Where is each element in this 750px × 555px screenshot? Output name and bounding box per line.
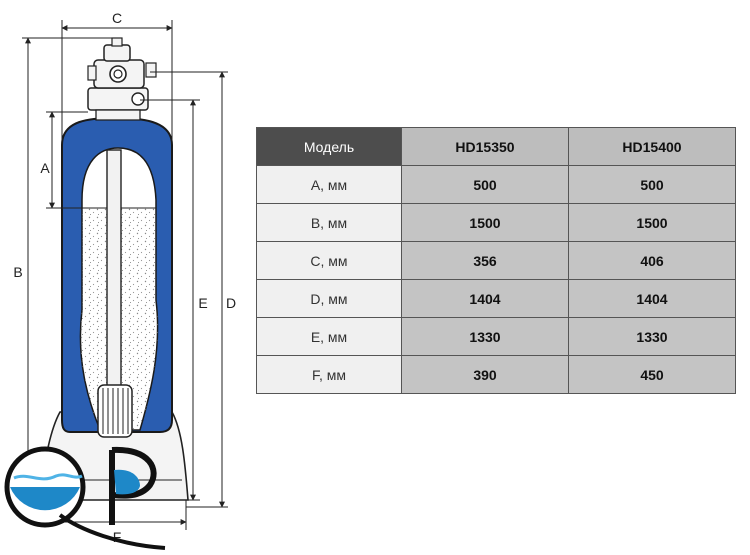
table-row: A, мм 500 500 <box>256 165 736 204</box>
dimension-lines <box>22 20 228 530</box>
row-value: 1330 <box>568 317 736 356</box>
dim-label-f: F <box>113 529 122 545</box>
filter-tank-diagram: C B A E D F <box>4 10 236 550</box>
row-value: 1404 <box>401 279 569 318</box>
qp-logo <box>4 446 166 550</box>
row-value: 1500 <box>401 203 569 242</box>
table-row: C, мм 356 406 <box>256 241 736 280</box>
table-row: E, мм 1330 1330 <box>256 317 736 356</box>
control-valve <box>87 37 157 121</box>
row-value: 1330 <box>401 317 569 356</box>
row-value: 450 <box>568 355 736 394</box>
row-value: 500 <box>401 165 569 204</box>
table-row: F, мм 390 450 <box>256 355 736 394</box>
dim-label-e: E <box>198 295 207 311</box>
header-model-label: Модель <box>256 127 402 166</box>
table-header-row: Модель HD15350 HD15400 <box>256 127 736 166</box>
row-value: 406 <box>568 241 736 280</box>
row-value: 500 <box>568 165 736 204</box>
row-label: C, мм <box>256 241 402 280</box>
header-model-hd15350: HD15350 <box>401 127 569 166</box>
dim-label-d: D <box>226 295 236 311</box>
riser-pipe <box>106 149 122 391</box>
row-value: 1404 <box>568 279 736 318</box>
specs-table: Модель HD15350 HD15400 A, мм 500 500 B, … <box>256 127 736 394</box>
row-value: 390 <box>401 355 569 394</box>
bottom-distributor <box>97 384 133 438</box>
row-label: B, мм <box>256 203 402 242</box>
row-value: 356 <box>401 241 569 280</box>
row-label: F, мм <box>256 355 402 394</box>
table-row: B, мм 1500 1500 <box>256 203 736 242</box>
dim-label-b: B <box>13 264 22 280</box>
row-label: A, мм <box>256 165 402 204</box>
dim-label-a: A <box>40 160 50 176</box>
table-row: D, мм 1404 1404 <box>256 279 736 318</box>
dim-label-c: C <box>112 10 122 26</box>
row-value: 1500 <box>568 203 736 242</box>
row-label: D, мм <box>256 279 402 318</box>
row-label: E, мм <box>256 317 402 356</box>
header-model-hd15400: HD15400 <box>568 127 736 166</box>
